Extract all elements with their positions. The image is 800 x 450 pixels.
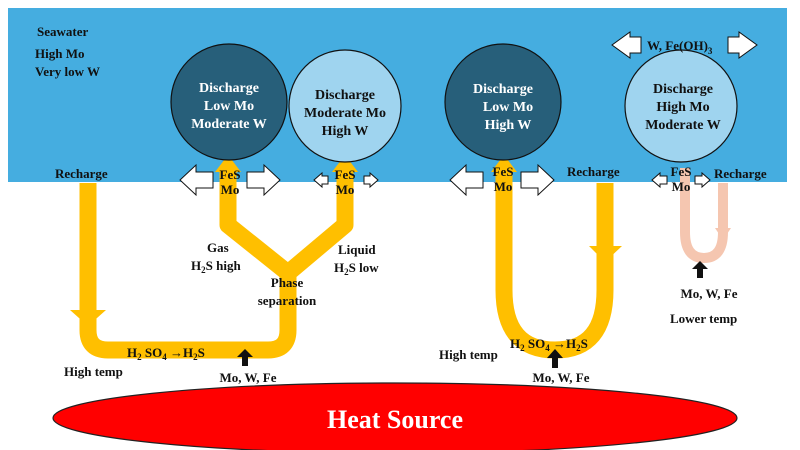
separation-label: separation: [258, 293, 317, 308]
vent-3-l3: High W: [485, 118, 532, 133]
right-arrow-icon: [520, 163, 555, 197]
middle-hot-loop: [495, 170, 614, 359]
high-temp-label-1: High temp: [64, 364, 123, 379]
vent-2: [288, 49, 402, 163]
vent-1-l3: Moderate W: [191, 117, 267, 132]
metals-label-3: Mo, W, Fe: [680, 286, 737, 301]
seawater-mo: High Mo: [35, 46, 84, 61]
left-arrow-icon: [611, 31, 642, 59]
gas-h2s: H2S high: [191, 258, 241, 275]
vent-2-l1: Discharge: [315, 88, 375, 103]
mo-label-4: Mo: [672, 179, 691, 194]
vent-3-l2: Low Mo: [483, 100, 533, 115]
up-arrow-icon: [547, 349, 563, 368]
heat-source-label: Heat Source: [327, 405, 463, 434]
recharge-label-3: Recharge: [714, 166, 767, 181]
gas-label: Gas: [207, 240, 229, 255]
seawater-title: Seawater: [37, 24, 88, 39]
metals-label-1: Mo, W, Fe: [219, 370, 276, 385]
mo-label-2: Mo: [336, 182, 355, 197]
right-arrow-icon: [363, 171, 379, 189]
left-arrow-icon: [179, 163, 214, 197]
recharge-label-1: Recharge: [55, 166, 108, 181]
middle-down-arrowhead: [589, 246, 622, 262]
vent-1: [170, 43, 288, 161]
recharge-label-2: Recharge: [567, 164, 620, 179]
vent-1-l1: Discharge: [199, 81, 259, 96]
vent-4-l2: High Mo: [656, 100, 709, 115]
right-arrow-icon: [694, 171, 711, 189]
vent-4-l1: Discharge: [653, 82, 713, 97]
fes-label-3: FeS: [493, 164, 514, 179]
cool-loop: [680, 168, 728, 264]
left-arrow-icon: [449, 163, 484, 197]
liquid-up-arrowhead: [332, 155, 358, 172]
vent-4: [624, 49, 738, 163]
right-arrow-icon: [727, 31, 758, 59]
heat-source: [52, 382, 738, 450]
mo-label-3: Mo: [494, 179, 513, 194]
recharge-down-arrowhead: [70, 310, 106, 326]
cool-down-arrowhead: [715, 228, 731, 240]
gas-up-arrowhead: [215, 155, 241, 172]
vent-4-l3: Moderate W: [645, 118, 721, 133]
vent-3-l1: Discharge: [473, 82, 533, 97]
left-arrow-icon: [313, 171, 329, 189]
seawater-w: Very low W: [35, 64, 100, 79]
up-arrow-icon: [692, 261, 708, 278]
fes-label-1: FeS: [220, 167, 241, 182]
middle-up-arrowhead: [491, 155, 517, 172]
fes-label-4: FeS: [671, 164, 692, 179]
reaction-middle: H2 SO4 →H2S: [510, 336, 588, 353]
vent-2-l2: Moderate Mo: [304, 106, 386, 121]
high-temp-label-2: High temp: [439, 347, 498, 362]
metals-label-2: Mo, W, Fe: [532, 370, 589, 385]
vent-2-l3: High W: [322, 124, 369, 139]
liquid-label: Liquid: [338, 242, 376, 257]
vent-1-l2: Low Mo: [204, 99, 254, 114]
liquid-h2s: H2S low: [334, 260, 379, 277]
vent-3: [444, 43, 562, 161]
lower-temp-label: Lower temp: [670, 311, 737, 326]
top-flux-label: W, Fe(OH)3: [647, 38, 713, 56]
fes-label-2: FeS: [335, 167, 356, 182]
reaction-left: H2 SO4 →H2S: [127, 345, 205, 362]
mo-label-1: Mo: [221, 182, 240, 197]
left-arrow-icon: [651, 171, 668, 189]
right-arrow-icon: [246, 163, 281, 197]
phase-label: Phase: [271, 275, 304, 290]
up-arrow-icon: [237, 349, 253, 366]
left-hot-loop: [79, 170, 354, 359]
